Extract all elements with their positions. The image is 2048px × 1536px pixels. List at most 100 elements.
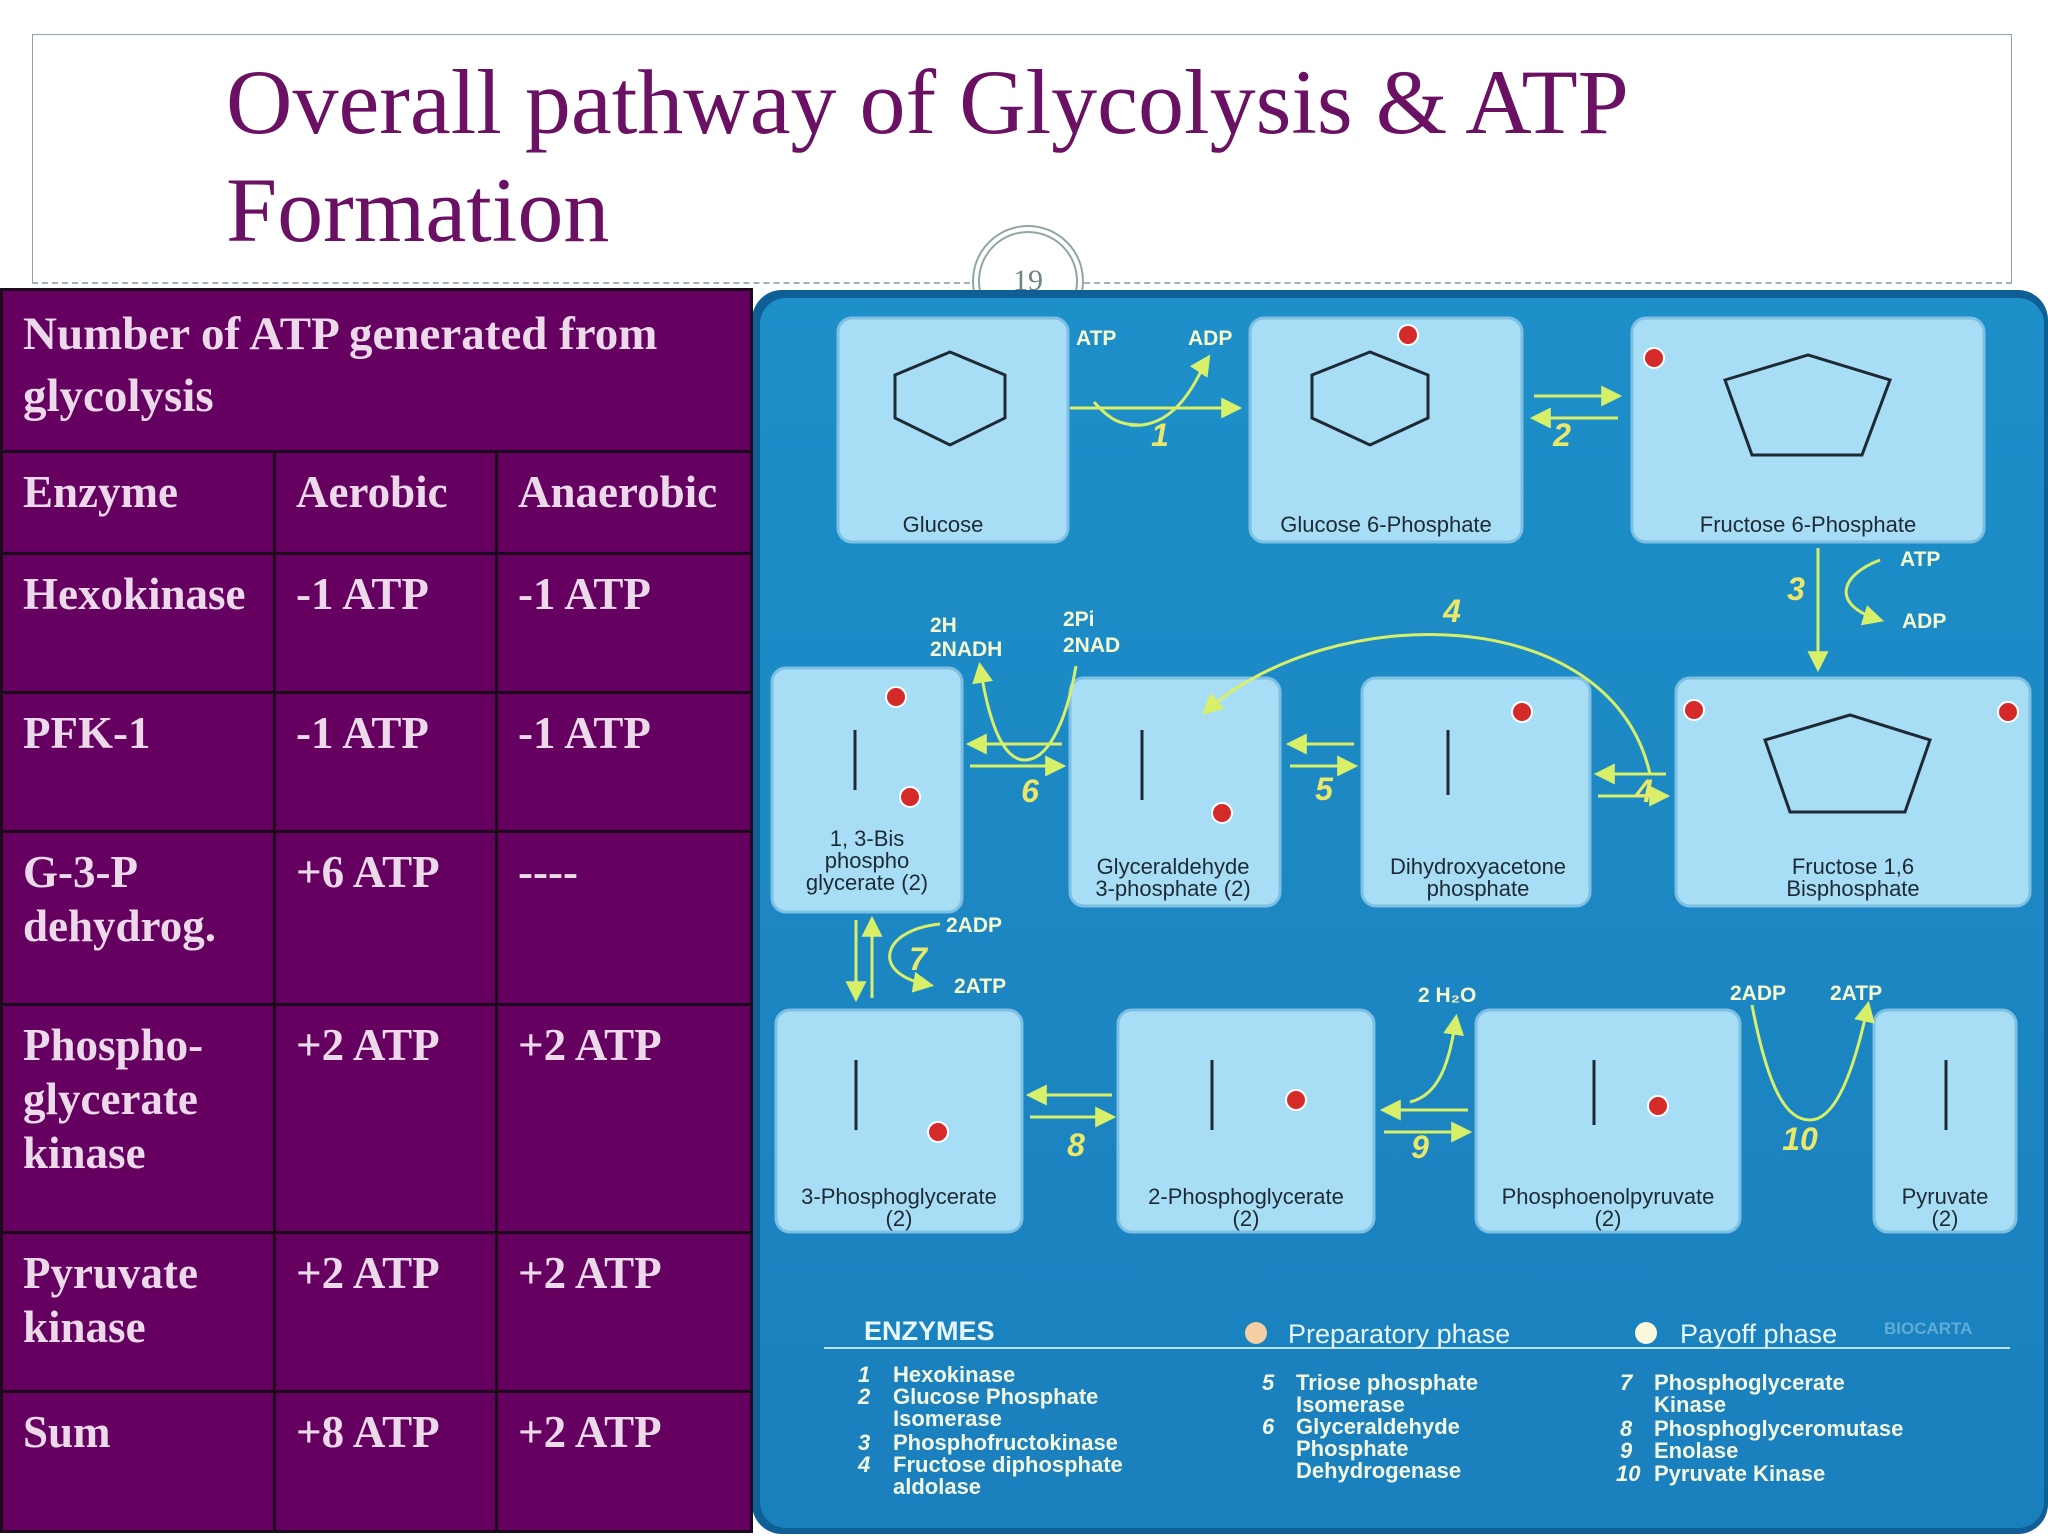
legend-item-label: Glucose Phosphate [893,1384,1098,1409]
arrow [888,922,941,993]
enzyme-cell: PFK-1 [0,691,276,833]
slide-title: Overall pathway of Glycolysis & ATP Form… [226,51,1626,261]
legend-item-number: 1 [858,1362,870,1387]
label-f16bp-2: Bisphosphate [1786,876,1919,901]
label-pg3: 3-Phosphoglycerate [801,1184,997,1209]
aerobic-cell: +2 ATP [273,1231,498,1393]
phosphate-icon [1397,324,1419,346]
label-bpg-3: glycerate (2) [806,870,928,895]
f6p-ring-icon [1723,353,1892,457]
arrow [1409,1013,1465,1104]
aerobic-cell: -1 ATP [273,691,498,833]
step-5: 5 [1315,771,1334,807]
label-f16bp-1: Fructose 1,6 [1792,854,1914,879]
phosphate-icon [1511,701,1533,723]
cofactor-2atp: 2ATP [954,975,1006,998]
glucose-box [836,316,1070,544]
legend-item-number: 6 [1262,1414,1275,1439]
table-row: Pyruvate kinase +2 ATP +2 ATP [0,1231,754,1393]
legend-item-label: Isomerase [893,1406,1002,1431]
table-row: G-3-P dehydrog. +6 ATP ---- [0,830,754,1006]
label-pep: Phosphoenolpyruvate [1502,1184,1715,1209]
enzyme-cell: Pyruvate kinase [0,1231,276,1393]
label-g3p-1: Glyceraldehyde [1097,854,1250,879]
label-pyruvate: Pyruvate [1902,1184,1989,1209]
phosphate-icon [1647,1095,1669,1117]
legend-item-label: Fructose diphosphate [893,1452,1123,1477]
legend-item-label: Phosphoglycerate [1654,1370,1845,1395]
enzyme-cell: Hexokinase [0,552,276,694]
cofactor-labels: ATP ADP ATP ADP 2H 2NADH 2Pi 2NAD 2ADP 2… [930,327,1946,1007]
phosphate-icon [899,786,921,808]
title-frame [32,34,2012,282]
step-3: 3 [1787,571,1805,607]
legend-title: ENZYMES [864,1316,995,1346]
label-g3p-2: 3-phosphate (2) [1095,876,1250,901]
phosphate-icon [885,686,907,708]
legend-item-label: Phosphoglyceromutase [1654,1416,1903,1441]
column-header-anaerobic: Anaerobic [494,450,754,555]
step-2: 2 [1552,417,1571,453]
legend-payoff: Payoff phase [1680,1319,1837,1349]
phosphate-markers [885,324,2019,1143]
legend-item-label: Dehydrogenase [1296,1458,1461,1483]
aerobic-cell: +8 ATP [273,1390,498,1533]
pg3-box [774,1008,1024,1234]
anaerobic-cell: -1 ATP [494,552,754,694]
phosphate-icon [927,1121,949,1143]
molecule-structures [853,350,1948,1130]
legend-item-label: Enolase [1654,1438,1738,1463]
enzyme-cell: Sum [0,1390,276,1533]
legend-item-label: Phosphate [1296,1436,1408,1461]
glucose-ring-icon [893,350,1007,447]
anaerobic-cell: -1 ATP [494,691,754,833]
legend-item-number: 2 [857,1384,871,1409]
legend-item-label: Phosphofructokinase [893,1430,1118,1455]
cofactor-2h: 2H [930,614,957,637]
cofactor-atp: ATP [1900,548,1940,571]
step-4: 4 [1634,773,1653,809]
anaerobic-cell: +2 ATP [494,1003,754,1234]
pg2-box [1116,1008,1376,1234]
legend-item-label: Glyceraldehyde [1296,1414,1460,1439]
phosphate-icon [1211,802,1233,824]
cofactor-2nad: 2NAD [1063,634,1120,657]
cofactor-2nadh: 2NADH [930,638,1002,661]
cofactor-2pi: 2Pi [1063,608,1095,631]
enzyme-cell: G-3-P dehydrog. [0,830,276,1006]
legend-item-number: 5 [1262,1370,1275,1395]
enzyme-list: 1 2 3 4 5 6 7 8 9 10 Hexokinase Glucose … [857,1362,1903,1499]
cofactor-adp: ADP [1188,327,1232,350]
legend-item-label: Triose phosphate [1296,1370,1478,1395]
g3p-box [1068,676,1282,908]
legend-item-number: 7 [1620,1370,1634,1395]
column-header-aerobic: Aerobic [273,450,498,555]
phosphate-icon [1285,1089,1307,1111]
legend-item-label: Hexokinase [893,1362,1015,1387]
legend-item-number: 10 [1616,1461,1641,1486]
payoff-phase-icon [1635,1322,1657,1344]
table-row: Sum +8 ATP +2 ATP [0,1390,754,1533]
label-f6p: Fructose 6-Phosphate [1700,512,1916,537]
legend-item-number: 9 [1620,1438,1633,1463]
arrow [1129,354,1211,427]
dhap-box [1360,676,1592,908]
step-6: 6 [1021,773,1039,809]
column-header-enzyme: Enzyme [0,450,276,555]
table-row: Phospho-glycerate kinase +2 ATP +2 ATP [0,1003,754,1234]
label-bpg-2: phospho [825,848,909,873]
anaerobic-cell: +2 ATP [494,1231,754,1393]
g6p-box [1248,316,1524,544]
table-heading: Number of ATP generated from glycolysis [0,288,754,453]
legend-item-label: Pyruvate Kinase [1654,1461,1825,1486]
cofactor-atp: ATP [1076,327,1116,350]
step-9: 9 [1411,1129,1429,1165]
anaerobic-cell: ---- [494,830,754,1006]
aerobic-cell: +2 ATP [273,1003,498,1234]
f6p-box [1630,316,1986,544]
arrow [1750,1000,1875,1122]
label-pg2: 2-Phosphoglycerate [1148,1184,1344,1209]
aerobic-cell: -1 ATP [273,552,498,694]
enzyme-legend: ENZYMES Preparatory phase Payoff phase B… [824,1316,2010,1499]
label-bpg-1: 1, 3-Bis [830,826,905,851]
